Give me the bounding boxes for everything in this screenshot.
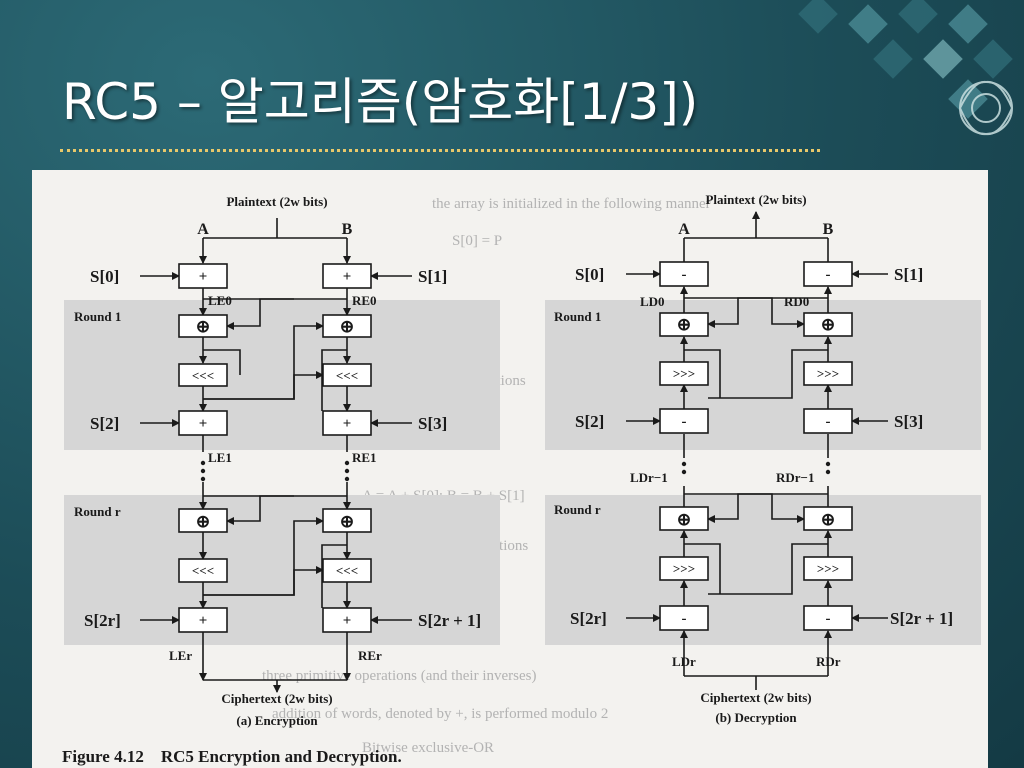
enc-re1-label: RE1 — [352, 450, 377, 465]
dec-rdr-label: RDr — [816, 654, 841, 669]
enc-roundr-label: Round r — [74, 504, 121, 519]
svg-text:three primitive operations (an: three primitive operations (and their in… — [262, 668, 537, 684]
enc-rer-label: REr — [358, 648, 382, 663]
dec-rdr1-label: RDr−1 — [776, 470, 814, 485]
dec-s2-label: S[2] — [575, 412, 604, 431]
enc-op-xor: ⊕ — [196, 317, 210, 336]
encryption-ellipsis — [200, 460, 350, 482]
decryption-labels: Plaintext (2w bits) A B S[0] S[1] S[2] S… — [554, 192, 953, 725]
dec-a-label: A — [678, 221, 690, 238]
dec-s1-label: S[1] — [894, 265, 923, 284]
enc-re0-label: RE0 — [352, 293, 377, 308]
dec-b-label: B — [823, 221, 834, 238]
dec-op-rotr: >>> — [817, 561, 839, 576]
dec-ld0-label: LD0 — [640, 294, 665, 309]
enc-op-xor: ⊕ — [196, 512, 210, 531]
dec-op-xor: ⊕ — [677, 315, 691, 334]
enc-s2r-label: S[2r] — [84, 611, 121, 630]
decryption-diagram — [626, 211, 888, 690]
dec-op-xor: ⊕ — [677, 510, 691, 529]
dec-op-rotr: >>> — [673, 366, 695, 381]
svg-text:Bitwise exclusive-OR: Bitwise exclusive-OR — [362, 740, 494, 756]
dec-caption: (b) Decryption — [715, 710, 797, 725]
svg-text:addition of words, denoted by: addition of words, denoted by +, is perf… — [272, 706, 608, 722]
encryption-labels: Plaintext (2w bits) A B S[0] S[1] S[2] S… — [74, 194, 481, 728]
enc-op-rotl: <<< — [336, 368, 358, 383]
dec-op-sub: - — [682, 611, 687, 627]
dec-s2r-label: S[2r] — [570, 609, 607, 628]
svg-text:S[0] = P: S[0] = P — [452, 233, 502, 249]
slide-title: RC5 – 알고리즘(암호화[1/3]) — [62, 73, 699, 131]
enc-round1-label: Round 1 — [74, 309, 121, 324]
dec-op-sub: - — [682, 414, 687, 430]
encryption-boxes — [178, 263, 372, 633]
dec-op-sub: - — [826, 267, 831, 283]
enc-b-label: B — [342, 221, 353, 238]
dec-s0-label: S[0] — [575, 265, 604, 284]
enc-op-add: + — [199, 613, 208, 629]
enc-op-rotl: <<< — [192, 368, 214, 383]
dec-s2r1-label: S[2r + 1] — [890, 609, 953, 628]
encryption-diagram — [140, 218, 412, 693]
rc5-diagram: the array is initialized in the followin… — [62, 192, 981, 766]
dec-round1-label: Round 1 — [554, 309, 601, 324]
enc-op-add: + — [343, 416, 352, 432]
figure-caption: Figure 4.12 RC5 Encryption and Decryptio… — [62, 747, 402, 766]
enc-s1-label: S[1] — [418, 267, 447, 286]
dec-ldr1-label: LDr−1 — [630, 470, 668, 485]
enc-op-rotl: <<< — [192, 563, 214, 578]
dec-op-rotr: >>> — [673, 561, 695, 576]
decorative-pattern — [798, 0, 1014, 136]
enc-ler-label: LEr — [169, 648, 192, 663]
enc-s3-label: S[3] — [418, 414, 447, 433]
dec-ldr-label: LDr — [672, 654, 696, 669]
svg-text:the array is initialized in th: the array is initialized in the followin… — [432, 196, 711, 212]
dec-op-sub: - — [826, 611, 831, 627]
enc-a-label: A — [197, 221, 209, 238]
dec-op-xor: ⊕ — [821, 510, 835, 529]
dec-s3-label: S[3] — [894, 412, 923, 431]
title-dotted-rule — [60, 149, 820, 152]
enc-le0-label: LE0 — [208, 293, 232, 308]
dec-op-sub: - — [826, 414, 831, 430]
enc-op-add: + — [199, 269, 208, 285]
enc-le1-label: LE1 — [208, 450, 232, 465]
dec-op-rotr: >>> — [817, 366, 839, 381]
enc-op-add: + — [199, 416, 208, 432]
round-shading — [64, 300, 981, 645]
enc-plaintext-label: Plaintext (2w bits) — [226, 194, 327, 209]
enc-caption: (a) Encryption — [236, 713, 318, 728]
enc-op-xor: ⊕ — [340, 317, 354, 336]
enc-s0-label: S[0] — [90, 267, 119, 286]
enc-s2r1-label: S[2r + 1] — [418, 611, 481, 630]
dec-op-sub: - — [682, 267, 687, 283]
enc-s2-label: S[2] — [90, 414, 119, 433]
decryption-ellipsis — [681, 461, 831, 475]
enc-op-xor: ⊕ — [340, 512, 354, 531]
enc-op-rotl: <<< — [336, 563, 358, 578]
decryption-boxes — [659, 261, 853, 631]
enc-op-add: + — [343, 613, 352, 629]
dec-plaintext-label: Plaintext (2w bits) — [705, 192, 806, 207]
figure-panel: the array is initialized in the followin… — [32, 170, 988, 768]
dec-roundr-label: Round r — [554, 502, 601, 517]
dec-op-xor: ⊕ — [821, 315, 835, 334]
enc-op-add: + — [343, 269, 352, 285]
dec-rd0-label: RD0 — [784, 294, 809, 309]
dec-ciphertext-label: Ciphertext (2w bits) — [700, 690, 811, 705]
enc-ciphertext-label: Ciphertext (2w bits) — [221, 691, 332, 706]
